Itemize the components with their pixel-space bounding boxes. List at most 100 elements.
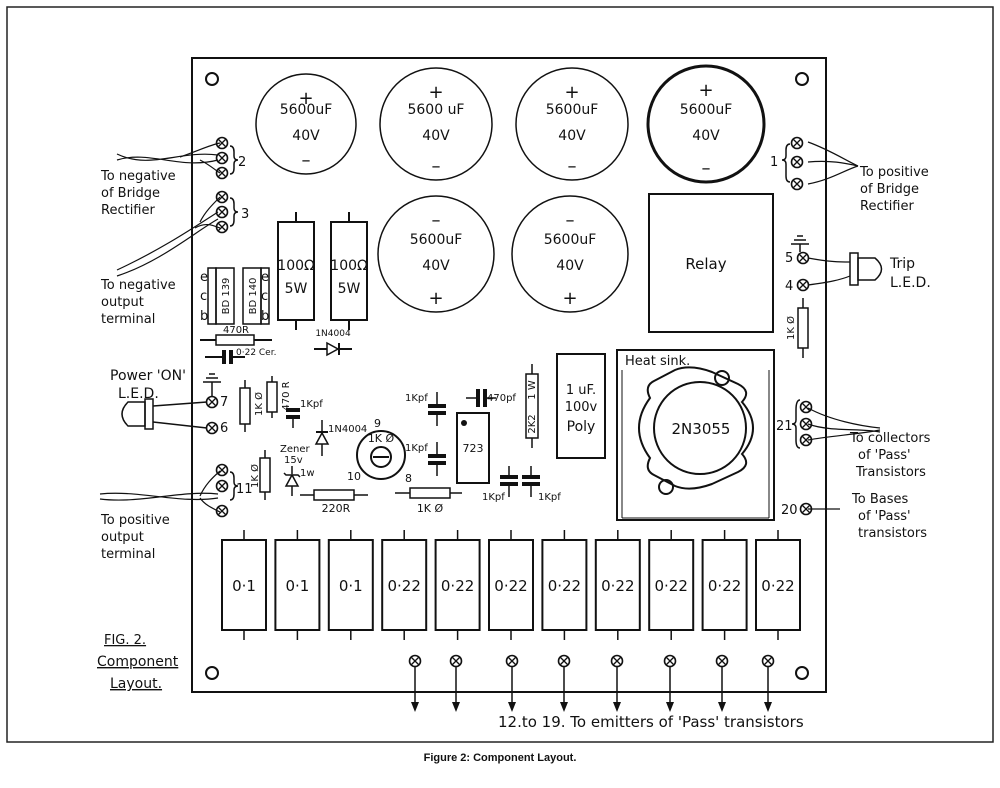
terminal-pad-icon: [796, 251, 810, 265]
emitter-terminal-icon: [663, 654, 677, 668]
note-text: To collectors: [849, 431, 931, 446]
capacitor-bottom-sign: –: [702, 158, 711, 179]
capacitor-top-sign: –: [566, 210, 575, 231]
emitter-resistor: 0·1: [221, 530, 267, 640]
figure-title: Component: [97, 654, 179, 670]
ground-icon: [791, 235, 809, 252]
brace-icons: [229, 143, 801, 501]
resistor-value: 0·22: [548, 577, 581, 595]
terminal-pad-icon: [205, 395, 219, 409]
terminal-dots: [205, 136, 813, 518]
relay: Relay: [648, 193, 774, 333]
capacitor-top-sign: +: [698, 80, 713, 101]
terminal-pad-icon: [215, 220, 229, 234]
resistor-rating: 5W: [285, 281, 308, 297]
capacitor-voltage: 40V: [292, 128, 320, 144]
terminal-pad-icon: [799, 417, 813, 431]
note-text: L.E.D.: [118, 386, 159, 402]
diode-1n4004-vertical: 1N4004: [314, 420, 367, 456]
capacitor-value: 5600uF: [280, 102, 333, 118]
part-label: 1 W: [527, 380, 538, 400]
terminal-pad-icon: [215, 504, 229, 518]
figure-title: FIG. 2.: [104, 633, 146, 648]
part-label: Zener: [280, 444, 310, 455]
emitter-terminal-icon: [449, 654, 463, 668]
arrow-down-icon: [666, 667, 674, 712]
resistor-1k-horizontal: 1K Ø: [395, 487, 462, 515]
part-label: 1Kpf: [482, 492, 505, 503]
relay-label: Relay: [685, 255, 726, 273]
pin-letter-c: c: [261, 289, 268, 304]
capacitor-value: 5600uF: [544, 232, 597, 248]
note-text: of Bridge: [860, 182, 919, 197]
trip-led: [849, 252, 883, 286]
part-label: 1K Ø: [249, 464, 261, 488]
emitter-resistor: 0·22: [594, 530, 641, 640]
capacitor-voltage: 40V: [558, 128, 586, 144]
terminal-pad-icon: [205, 421, 219, 435]
part-label: 2K2: [527, 414, 538, 433]
note-text: To Bases: [851, 492, 908, 507]
terminal-number: 21: [776, 419, 793, 434]
terminal-pad-icon: [790, 177, 804, 191]
transistor-label: BD 139: [221, 278, 232, 315]
part-label: 1 uF.: [566, 383, 596, 398]
emitter-terminal-icon: [761, 654, 775, 668]
arrow-down-icon: [764, 667, 772, 712]
led-icon: [857, 257, 883, 281]
pin-letter-e: e: [200, 270, 208, 285]
pin-letter-b: b: [200, 309, 208, 324]
note-text: To negative: [100, 169, 176, 184]
part-label: 470pf: [487, 393, 516, 404]
potentiometer: 9 1K Ø 10 8: [347, 417, 412, 485]
emitter-terminal-row: [408, 654, 775, 712]
mounting-hole: [795, 72, 809, 86]
transistor-bd140: BD 140 e c b: [242, 267, 270, 325]
capacitor-voltage: 40V: [692, 128, 720, 144]
terminal-pad-icon: [799, 400, 813, 414]
resistor-470r: 470R: [200, 325, 272, 346]
terminal-pad-icon: [796, 278, 810, 292]
resistor-2k2: 1 W 2K2: [525, 364, 539, 448]
resistor-1k-zener: 1K Ø: [249, 450, 271, 500]
terminal-number: 6: [220, 421, 228, 436]
terminal-pad-icon: [790, 155, 804, 169]
pcb-board-outline: [191, 57, 827, 693]
part-label: 15v: [284, 455, 303, 466]
emitter-resistor: 0·22: [434, 530, 481, 640]
resistor-value: 0·22: [761, 577, 794, 595]
arrow-down-icon: [560, 667, 568, 712]
emitter-resistor: 0·22: [755, 530, 801, 640]
transistor-label: BD 140: [248, 278, 259, 315]
part-label: 1N4004: [315, 329, 351, 339]
pin-letter-b: b: [261, 309, 269, 324]
resistor-value: 0·22: [494, 577, 527, 595]
terminal-pad-icon: [215, 205, 229, 219]
resistor-value: 100Ω: [277, 258, 315, 274]
capacitor-bottom-sign: +: [428, 288, 443, 309]
terminal-pad-icon: [215, 190, 229, 204]
zener-diode: Zener 15v 1w: [280, 444, 315, 496]
capacitor-poly-1uf: 1 uF. 100v Poly: [556, 353, 606, 459]
wiring: [99, 141, 881, 513]
emitter-resistor: 0·22: [381, 530, 428, 640]
arrow-down-icon: [613, 667, 621, 712]
resistor-value: 100Ω: [330, 258, 368, 274]
pot-pin: 8: [405, 472, 412, 485]
resistor-value: 0·1: [285, 577, 309, 595]
emitter-terminal-icon: [408, 654, 422, 668]
note-text: Rectifier: [101, 203, 155, 218]
electrolytic-capacitor: +5600uF 40V –: [646, 64, 766, 184]
power-resistor: 100Ω 5W: [330, 212, 368, 330]
capacitor-value: 5600uF: [680, 102, 733, 118]
note-text: of 'Pass': [858, 509, 911, 524]
emitter-resistor: 0·22: [648, 530, 695, 640]
pin-letter-e: e: [261, 270, 269, 285]
capacitor-1kpf: 1Kpf: [405, 442, 446, 476]
part-label: 1Kpf: [300, 399, 323, 410]
